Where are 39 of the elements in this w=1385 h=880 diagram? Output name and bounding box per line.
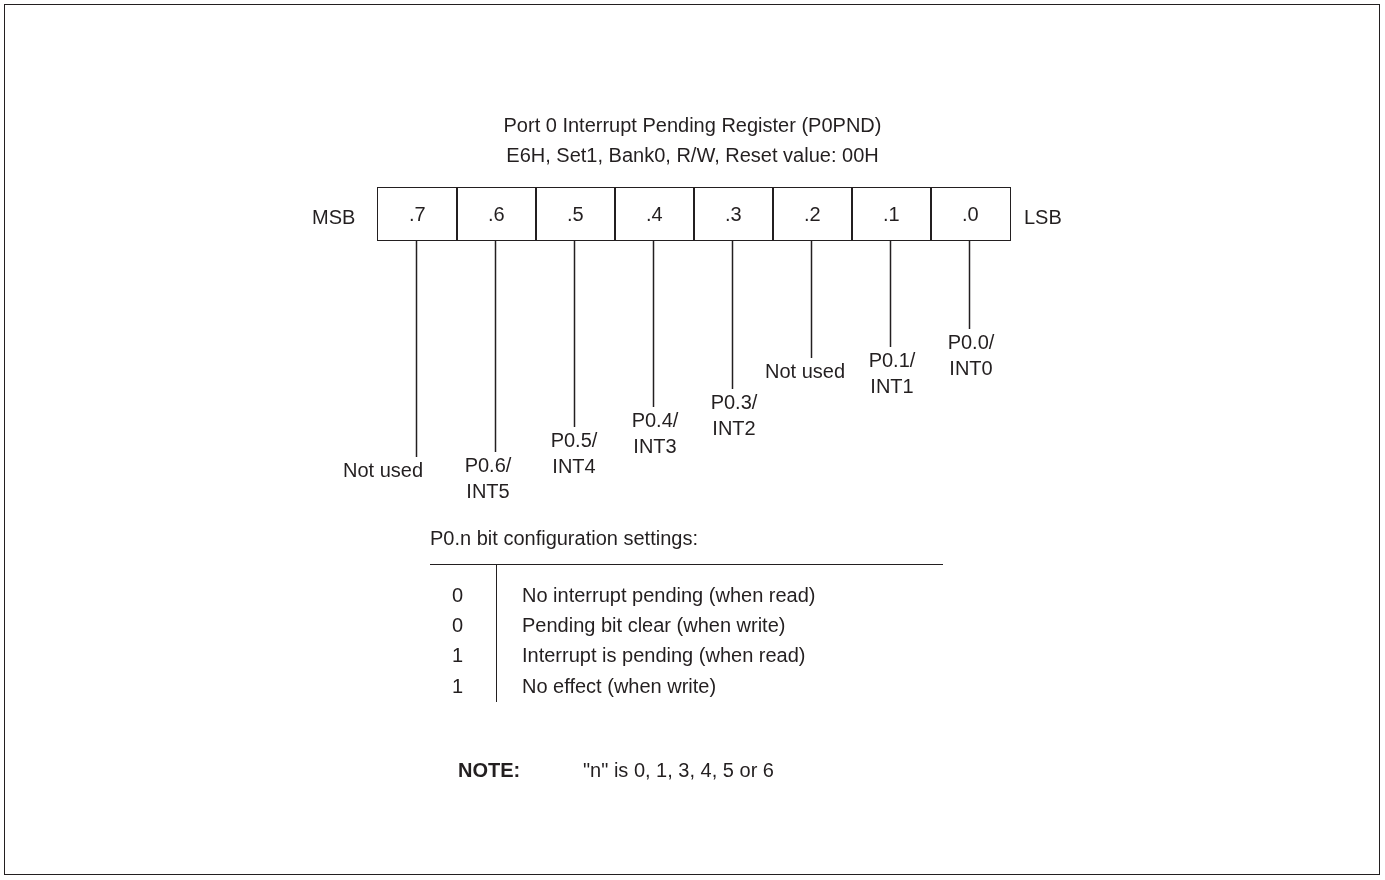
bit-value: 1 — [452, 643, 464, 668]
bit-function-label: Not used — [764, 358, 846, 384]
bit-function-label: P0.4/ INT3 — [631, 407, 679, 459]
bit-function-label: P0.1/ INT1 — [868, 347, 916, 399]
bit-value: 1 — [452, 674, 464, 699]
leader-line — [415, 240, 418, 458]
note-heading: NOTE: — [458, 758, 521, 783]
register-bit-cell: .4 — [614, 187, 695, 241]
lsb-label: LSB — [1024, 205, 1062, 230]
leader-line — [731, 240, 734, 390]
leader-line — [652, 240, 655, 408]
bit-function-label: P0.6/ INT5 — [464, 452, 512, 504]
setting-description: No effect (when write) — [522, 674, 717, 699]
leader-line — [494, 240, 497, 453]
table-heading: P0.n bit configuration settings: — [430, 526, 698, 551]
bit-function-label: Not used — [342, 457, 424, 483]
register-bit-cell: .1 — [851, 187, 932, 241]
register-bit-cell: .2 — [772, 187, 853, 241]
leader-line — [968, 240, 971, 330]
setting-description: Interrupt is pending (when read) — [522, 643, 806, 668]
register-bit-cell: .7 — [377, 187, 458, 241]
leader-line — [810, 240, 813, 359]
bit-function-label: P0.0/ INT0 — [947, 329, 995, 381]
bit-function-label: P0.5/ INT4 — [550, 427, 598, 479]
leader-line — [889, 240, 892, 348]
bit-function-label: P0.3/ INT2 — [710, 389, 758, 441]
register-address-info: E6H, Set1, Bank0, R/W, Reset value: 00H — [505, 143, 880, 168]
register-bit-cell: .6 — [456, 187, 537, 241]
setting-description: Pending bit clear (when write) — [522, 613, 786, 638]
msb-label: MSB — [312, 205, 356, 230]
leader-line — [573, 240, 576, 428]
note-text: "n" is 0, 1, 3, 4, 5 or 6 — [583, 758, 774, 783]
register-bit-cell: .3 — [693, 187, 774, 241]
bit-value: 0 — [452, 613, 464, 638]
register-bit-cell: .5 — [535, 187, 616, 241]
setting-description: No interrupt pending (when read) — [522, 583, 816, 608]
register-bit-cell: .0 — [930, 187, 1011, 241]
bit-value: 0 — [452, 583, 464, 608]
register-title: Port 0 Interrupt Pending Register (P0PND) — [502, 113, 883, 138]
